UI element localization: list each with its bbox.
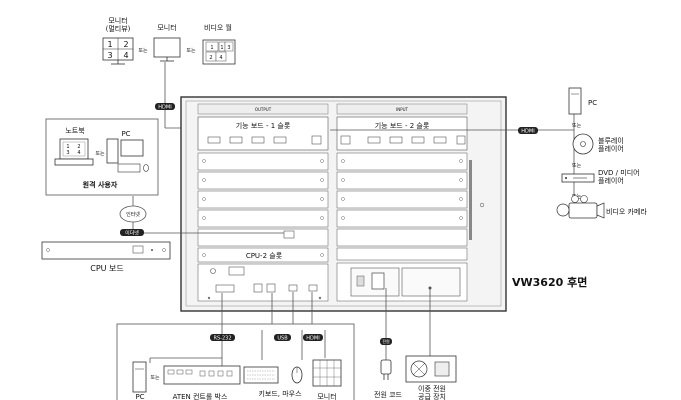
multiview-cell-2: 2 (123, 40, 128, 49)
bottom-monitor-icon (312, 359, 342, 387)
cpu-board-icon (41, 241, 171, 260)
cpu-board-label: CPU 보드 (90, 264, 124, 273)
monitor-multiview-label: 모니터(멀티뷰) (106, 16, 131, 33)
wall-cell-e: 4 (219, 55, 222, 61)
monitor-icon (153, 37, 181, 62)
slot-2-label: 기능 보드 - 2 슬롯 (375, 121, 430, 130)
aten-box-label: ATEN 컨트롤 박스 (173, 392, 228, 400)
internet-cloud-icon: 인터넷 (119, 205, 147, 223)
power-supply-bay (336, 262, 468, 302)
redundant-power-supply-icon (405, 355, 457, 383)
keyboard-icon (243, 366, 279, 384)
monitor-multiview-icon: 1 2 3 4 (102, 37, 134, 65)
remote-or-label: 또는 (95, 151, 105, 157)
hdmi-top-tag: HDMI (155, 103, 175, 111)
remote-pc-label: PC (121, 130, 130, 138)
or-label-2: 또는 (186, 48, 196, 54)
svg-text:전원: 전원 (382, 338, 390, 344)
power-plug-icon (380, 359, 392, 380)
wall-cell-a: 1 (210, 45, 213, 51)
label-line: 플레이어 (598, 144, 624, 153)
source-pc-label: PC (588, 99, 597, 107)
bottom-monitor-label: 모니터 (317, 392, 336, 400)
svg-text:2: 2 (77, 144, 80, 150)
video-camera-icon (556, 195, 605, 219)
svg-text:이더넷: 이더넷 (125, 230, 139, 237)
multiview-cell-4: 4 (123, 51, 128, 60)
power-tag: 전원 (380, 338, 392, 345)
kbm-label: 키보드, 마우스 (258, 389, 302, 398)
svg-text:인터넷: 인터넷 (126, 211, 140, 218)
source-pc-icon (568, 87, 582, 115)
rs232-tag: RS-232 (210, 334, 235, 342)
function-board-slot-1 (197, 116, 329, 151)
wall-cell-c: 3 (227, 45, 230, 51)
svg-text:HDMI: HDMI (521, 129, 534, 135)
svg-text:3: 3 (66, 150, 69, 156)
label-line: 공급 장치 (418, 392, 446, 400)
bottom-or-label: 또는 (150, 375, 160, 381)
monitor-label: 모니터 (157, 23, 176, 32)
aten-control-box-icon (163, 365, 241, 385)
empty-slots-left (197, 152, 329, 247)
model-label: VW3620 후면 (512, 275, 587, 289)
mouse-icon (291, 366, 303, 384)
wall-cell-d: 2 (209, 55, 212, 61)
label-line: 블루레이 (598, 136, 624, 145)
remote-user-caption: 원격 사용자 (83, 180, 118, 189)
ethernet-tag: 이더넷 (120, 229, 144, 237)
remote-pc-icon (106, 138, 149, 173)
svg-text:HDMI: HDMI (158, 105, 171, 111)
bottom-pc-icon (132, 361, 147, 393)
svg-text:HDMI: HDMI (306, 336, 319, 342)
video-wall-icon: 1 1 3 2 4 (202, 39, 236, 65)
cpu-2-slot-label: CPU-2 슬롯 (246, 251, 283, 260)
hdmi-right-tag: HDMI (518, 127, 538, 135)
laptop-icon: 1 2 3 4 (54, 138, 94, 166)
usb-tag: USB (274, 334, 291, 342)
empty-slots-right (336, 152, 485, 261)
hdmi-bottom-tag: HDMI (303, 334, 323, 342)
dvd-player-icon (561, 173, 595, 183)
power-cord-label: 전원 코드 (374, 390, 403, 399)
cpu-2-slot (197, 247, 329, 263)
function-board-slot-2 (336, 116, 468, 151)
source-or-1: 또는 (572, 123, 582, 129)
multiview-cell-3: 3 (107, 51, 112, 60)
video-wall-label: 비디오 월 (204, 23, 232, 32)
label-line: DVD / 미디어 (598, 168, 640, 177)
slot-1-label: 기능 보드 - 1 슬롯 (236, 121, 291, 130)
output-small-label: OUTPUT (255, 107, 272, 112)
source-or-2: 또는 (572, 163, 582, 169)
laptop-label: 노트북 (65, 127, 85, 135)
cpu-board-ports (197, 263, 329, 302)
svg-text:USB: USB (277, 336, 288, 342)
label-line: (멀티뷰) (106, 24, 131, 33)
video-camera-label: 비디오 카메라 (606, 207, 647, 216)
svg-text:1: 1 (66, 144, 69, 150)
bluray-player-icon (572, 133, 594, 155)
wall-cell-b: 1 (220, 45, 223, 51)
svg-text:4: 4 (77, 150, 80, 156)
label-line: 플레이어 (598, 176, 624, 185)
multiview-cell-1: 1 (107, 40, 112, 49)
label-line: 모니터 (108, 16, 127, 25)
or-label-1: 또는 (138, 48, 148, 54)
label-line: 이중 전원 (418, 384, 446, 393)
input-small-label: INPUT (396, 107, 409, 112)
bottom-pc-label: PC (135, 393, 144, 400)
svg-text:RS-232: RS-232 (214, 336, 232, 342)
